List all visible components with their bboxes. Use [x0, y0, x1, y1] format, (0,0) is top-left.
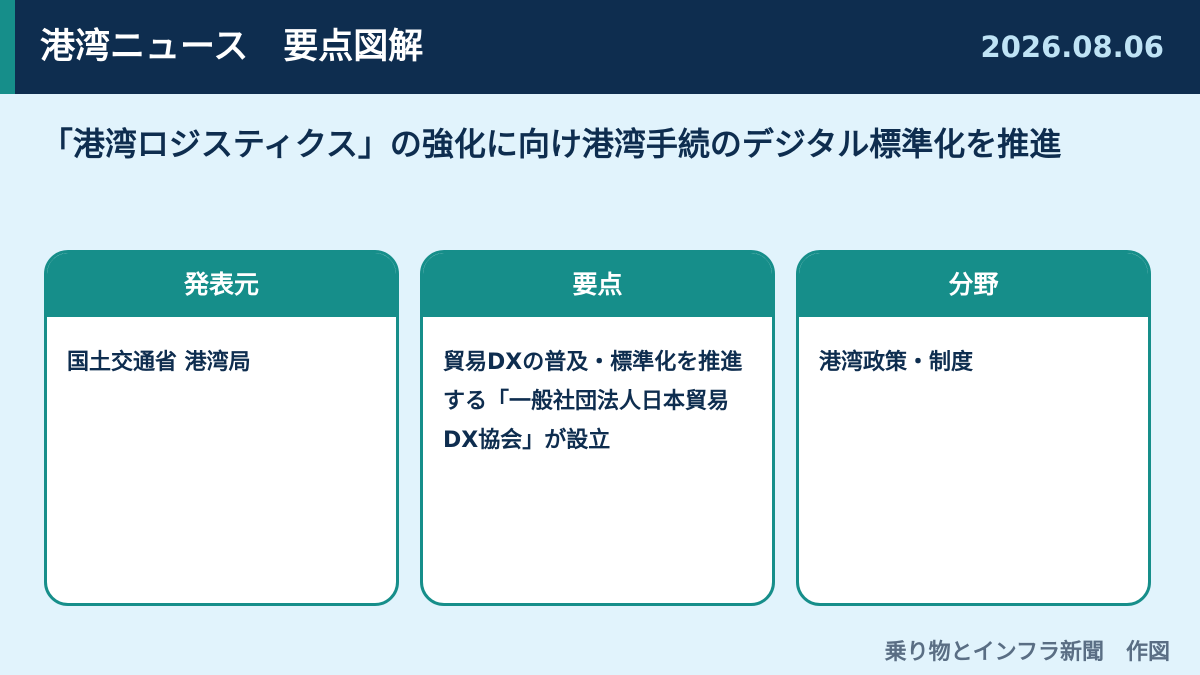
- footer-credit: 乗り物とインフラ新聞 作図: [884, 640, 1170, 665]
- card-field-heading: 分野: [799, 253, 1148, 317]
- header-title: 港湾ニュース 要点図解: [40, 27, 424, 67]
- header-date: 2026.08.06: [980, 30, 1164, 64]
- card-publisher-body: 国土交通省 港湾局: [67, 350, 251, 375]
- card-key-point: 要点 貿易DXの普及・標準化を推進する「一般社団法人日本貿易DX協会」が設立: [420, 250, 775, 606]
- card-field: 分野 港湾政策・制度: [796, 250, 1151, 606]
- headline: 「港湾ロジスティクス」の強化に向け港湾手続のデジタル標準化を推進: [40, 125, 1062, 163]
- card-publisher: 発表元 国土交通省 港湾局: [44, 250, 399, 606]
- card-key-point-body: 貿易DXの普及・標準化を推進する「一般社団法人日本貿易DX協会」が設立: [443, 350, 743, 453]
- card-key-point-heading: 要点: [423, 253, 772, 317]
- card-field-body: 港湾政策・制度: [819, 350, 974, 375]
- header-accent-stripe: [0, 0, 15, 94]
- header-bar: 港湾ニュース 要点図解 2026.08.06: [0, 0, 1200, 94]
- card-publisher-heading: 発表元: [47, 253, 396, 317]
